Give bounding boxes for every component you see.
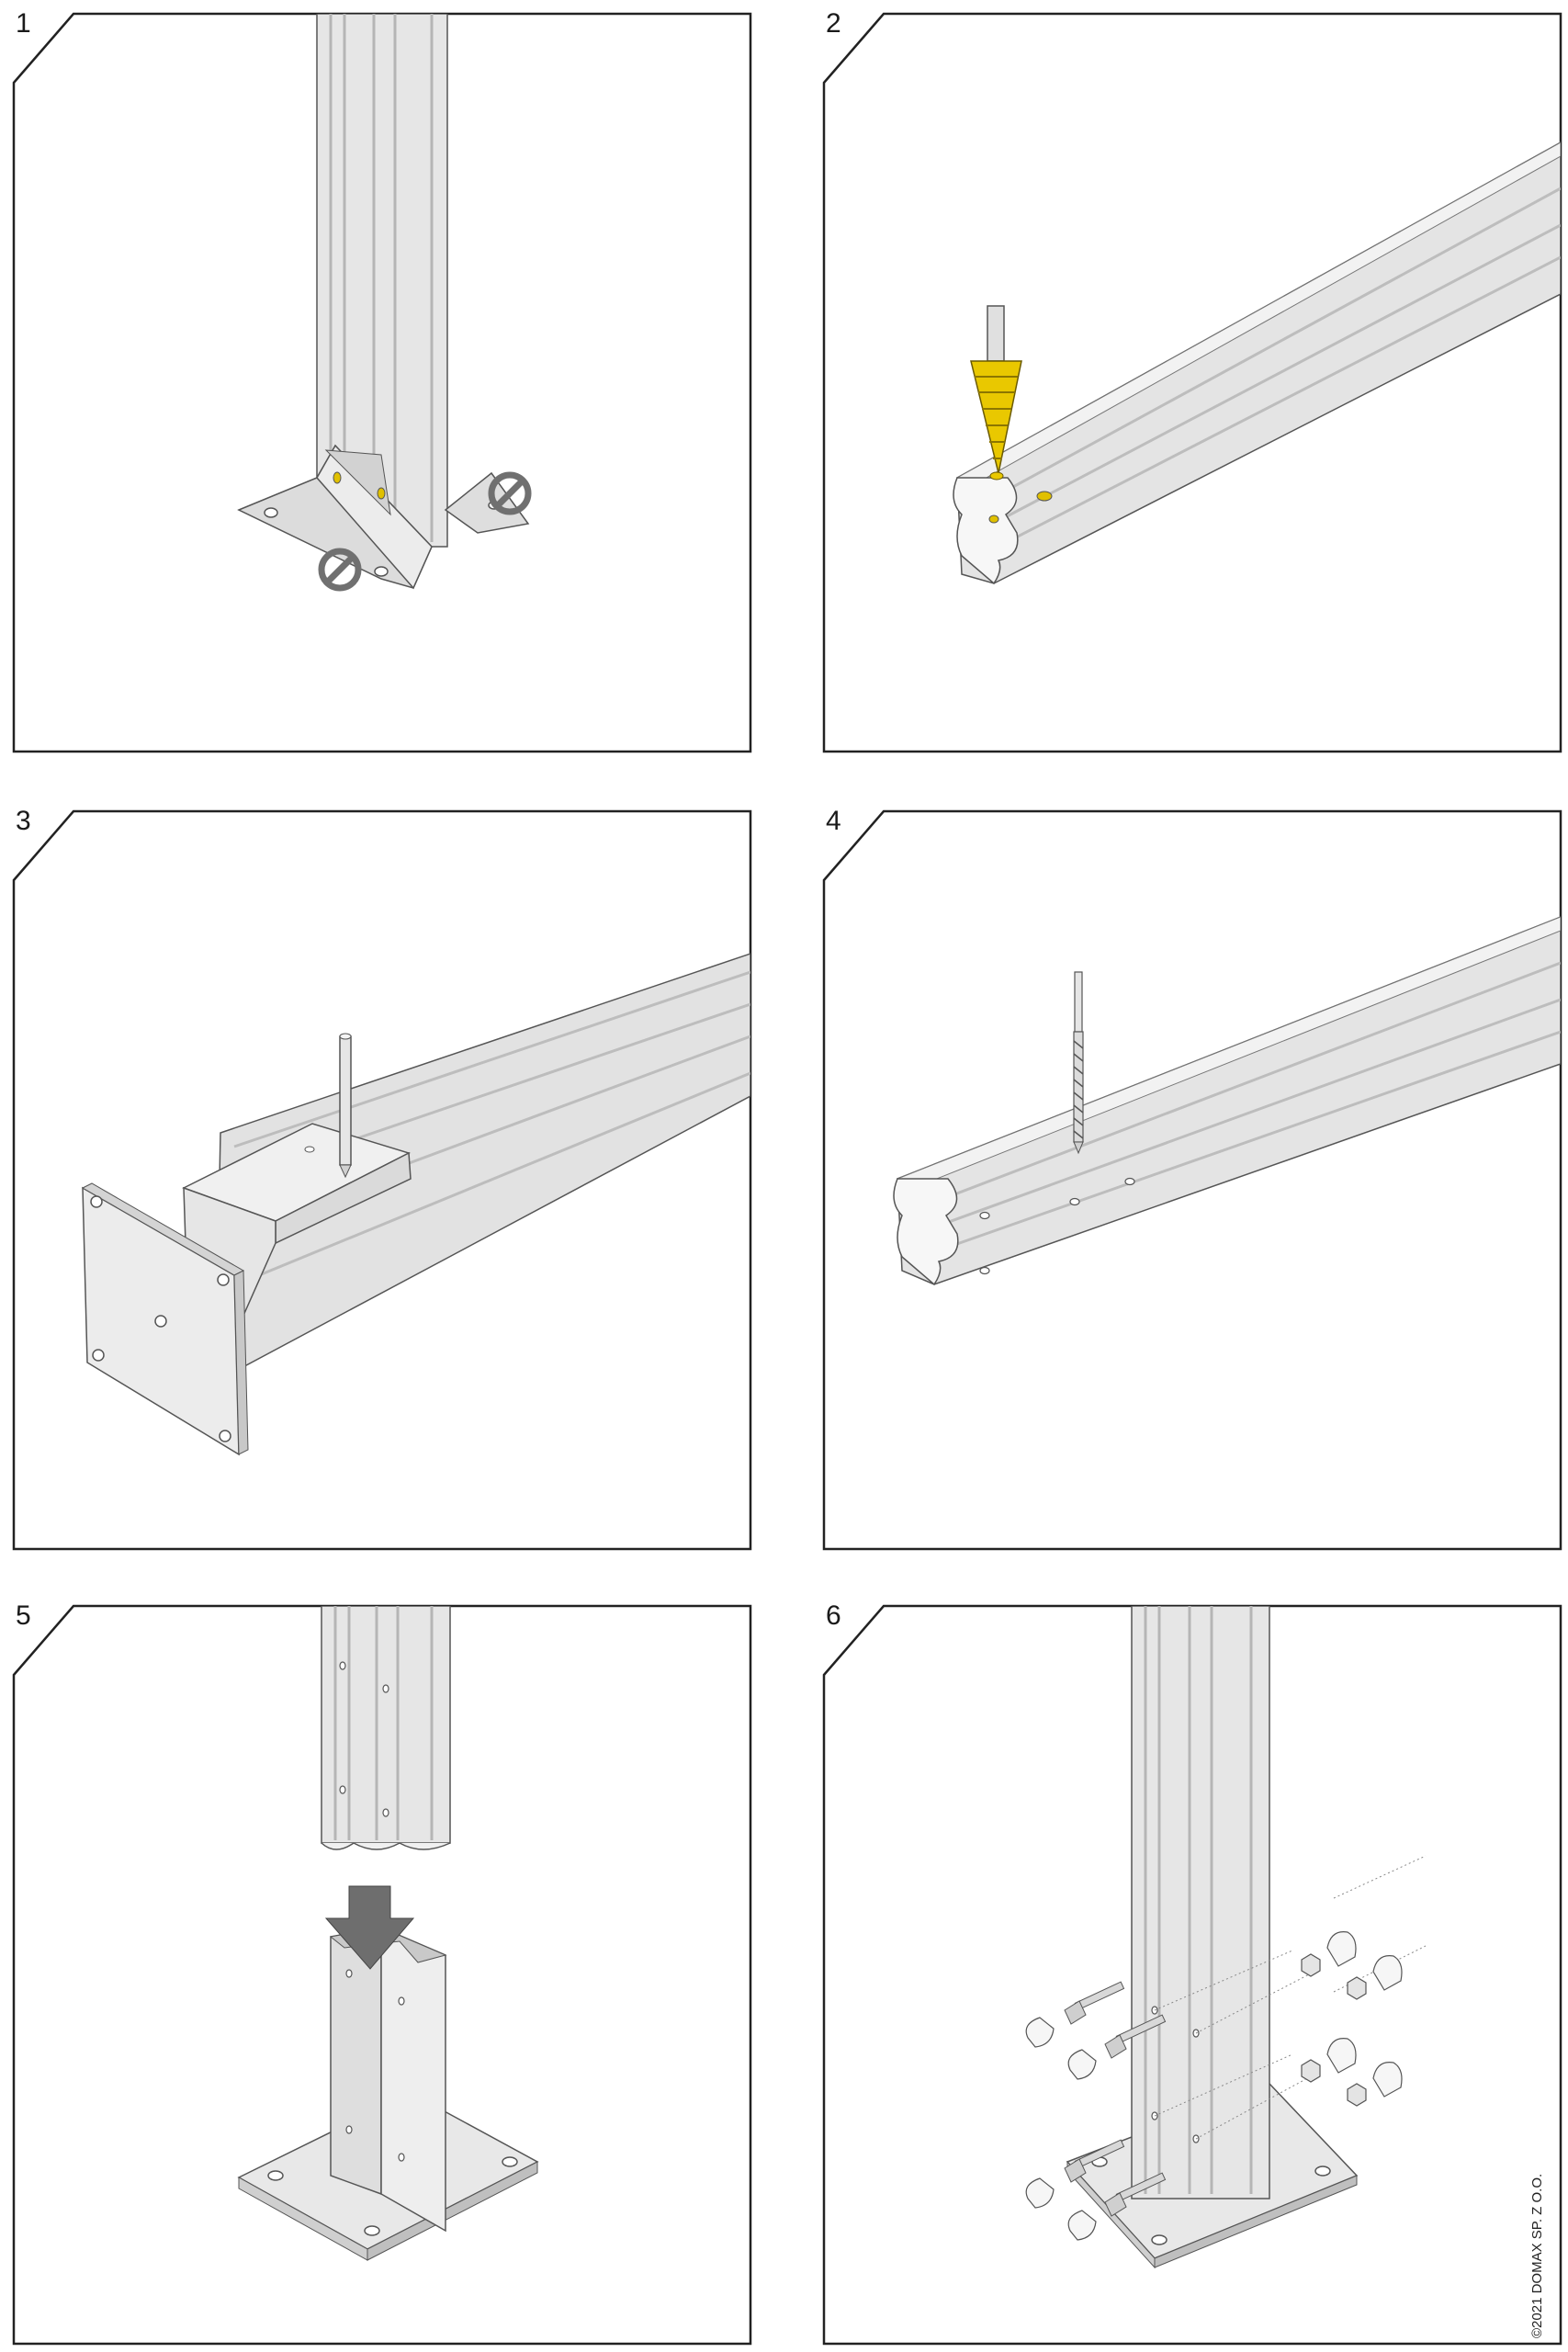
twist-drill-bit-icon (1073, 971, 1084, 1155)
panel-frame (822, 12, 1562, 753)
nut-icon (1301, 1953, 1367, 2107)
illustration-step-drill (953, 141, 1561, 585)
panel-frame (12, 12, 752, 753)
panel-frame (822, 1604, 1562, 2346)
bolt-icon (1064, 1981, 1125, 2025)
illustration-bolted-post (1025, 1606, 1427, 2269)
cap-nut-icon (1025, 2017, 1097, 2241)
illustration-post-on-bracket (237, 14, 532, 592)
step-number: 4 (826, 806, 841, 836)
crossed-circle-icon (318, 548, 362, 592)
step-number: 6 (826, 1600, 841, 1631)
illustration-wall-plate-bracket (81, 953, 750, 1456)
bolt-icon (1104, 2014, 1167, 2059)
step-panel-3: 3 (12, 806, 752, 1551)
step-panel-6: 6 (822, 1600, 1562, 2346)
panel-frame (12, 809, 752, 1551)
step-number: 2 (826, 8, 841, 39)
crossed-circle-icon (488, 471, 532, 515)
step-panel-1: 1 (12, 8, 752, 753)
step-number: 1 (16, 8, 31, 39)
copyright-notice: ©2021 DOMAX SP. Z O.O. (1529, 2173, 1545, 2338)
step-number: 3 (16, 806, 31, 836)
step-panel-5: 5 (12, 1600, 752, 2346)
cap-nut-icon (1326, 1931, 1403, 2098)
step-number: 5 (16, 1600, 31, 1631)
illustration-post-into-base-socket (237, 1606, 539, 2261)
step-drill-bit-icon (970, 305, 1022, 481)
bolt-icon (1104, 2172, 1167, 2217)
step-panel-4: 4 (822, 806, 1562, 1551)
bolt-icon (1064, 2139, 1125, 2183)
panel-frame (12, 1604, 752, 2346)
panel-frame (822, 809, 1562, 1551)
arrow-down-icon (324, 1885, 415, 1970)
step-panel-2: 2 (822, 8, 1562, 753)
drill-guide-pin-icon (339, 1033, 352, 1179)
illustration-twist-drill (893, 916, 1561, 1286)
